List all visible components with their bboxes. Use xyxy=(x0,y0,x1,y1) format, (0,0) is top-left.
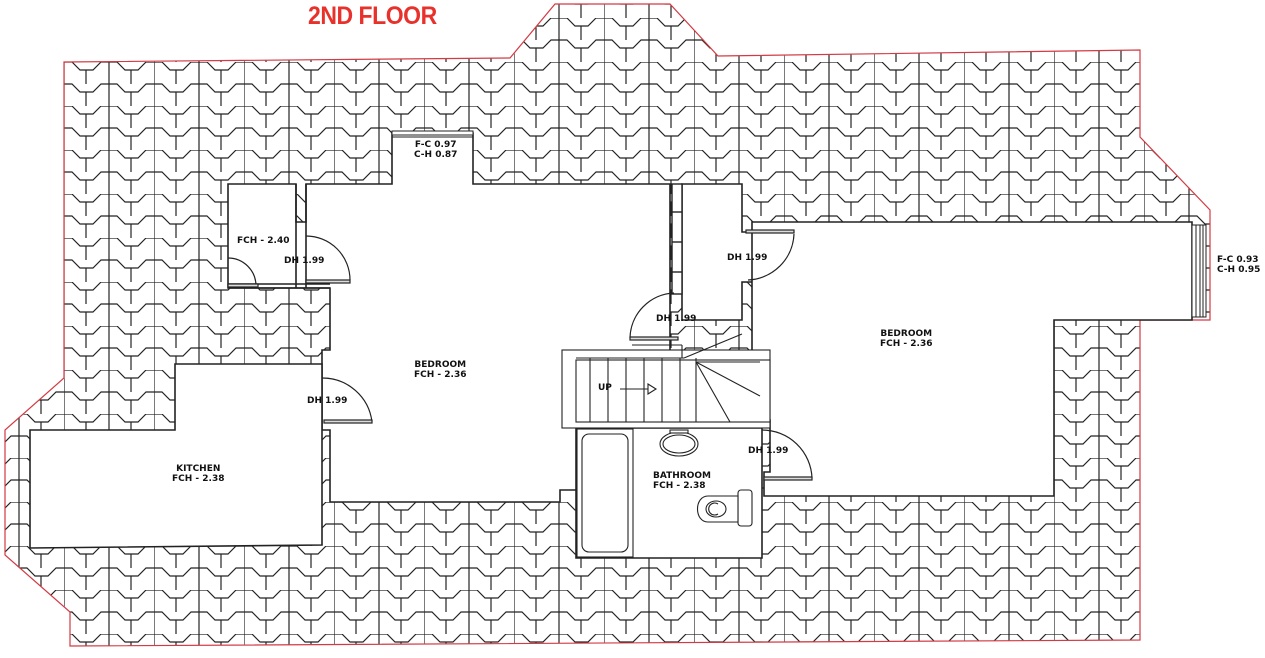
cupboard-fch: FCH - 2.40 xyxy=(237,236,290,246)
window-top-frame xyxy=(391,130,474,138)
door-landing-upper-swing xyxy=(747,233,795,281)
window-right-fc: F-C 0.93 xyxy=(1217,255,1259,265)
cupboard-label: FCH - 2.40 xyxy=(237,236,290,246)
bathroom-name: BATHROOM xyxy=(653,471,711,481)
bathroom-fch: FCH - 2.38 xyxy=(653,481,706,491)
window-top-fc: F-C 0.97 xyxy=(414,140,457,150)
kitchen-label: KITCHEN FCH - 2.38 xyxy=(172,464,225,484)
window-top-ch: C-H 0.87 xyxy=(414,150,458,160)
kitchen-fch: FCH - 2.38 xyxy=(172,474,225,484)
bedroom-center-fch: FCH - 2.36 xyxy=(414,370,467,380)
kitchen-name: KITCHEN xyxy=(176,464,221,474)
door-landing-upper-label: DH 1.99 xyxy=(727,253,768,263)
window-top-label: F-C 0.97 C-H 0.87 xyxy=(414,140,457,160)
bathtub-icon xyxy=(576,428,634,558)
door-landing-lower-label: DH 1.99 xyxy=(656,314,697,324)
window-right-label: F-C 0.93 C-H 0.95 xyxy=(1217,255,1260,275)
floor-title: 2ND FLOOR xyxy=(308,2,437,30)
stairs-up-label: UP xyxy=(598,383,612,393)
bedroom-right-label: BEDROOM FCH - 2.36 xyxy=(880,329,933,349)
door-bathroom-swing xyxy=(761,429,813,479)
door-cupboard-swing xyxy=(305,235,351,281)
sink-icon xyxy=(659,429,699,457)
bedroom-right-name: BEDROOM xyxy=(880,329,933,339)
window-right-frame xyxy=(1191,224,1207,318)
window-right-ch: C-H 0.95 xyxy=(1217,265,1261,275)
bedroom-right-fch: FCH - 2.36 xyxy=(880,339,933,349)
bathroom-label: BATHROOM FCH - 2.38 xyxy=(653,471,711,491)
door-kitchen-label: DH 1.99 xyxy=(307,396,348,406)
door-cupboard-small-swing xyxy=(227,257,257,287)
kitchen-room xyxy=(29,363,323,549)
toilet-icon xyxy=(696,489,753,527)
bedroom-center-label: BEDROOM FCH - 2.36 xyxy=(414,360,467,380)
staircase xyxy=(561,333,771,429)
door-bathroom-label: DH 1.99 xyxy=(748,446,789,456)
door-landing-lower-swing xyxy=(629,292,675,339)
door-cupboard-label: DH 1.99 xyxy=(284,256,325,266)
bedroom-center-name: BEDROOM xyxy=(414,360,467,370)
arrow-right-icon xyxy=(620,383,658,395)
door-kitchen-swing xyxy=(321,377,373,423)
